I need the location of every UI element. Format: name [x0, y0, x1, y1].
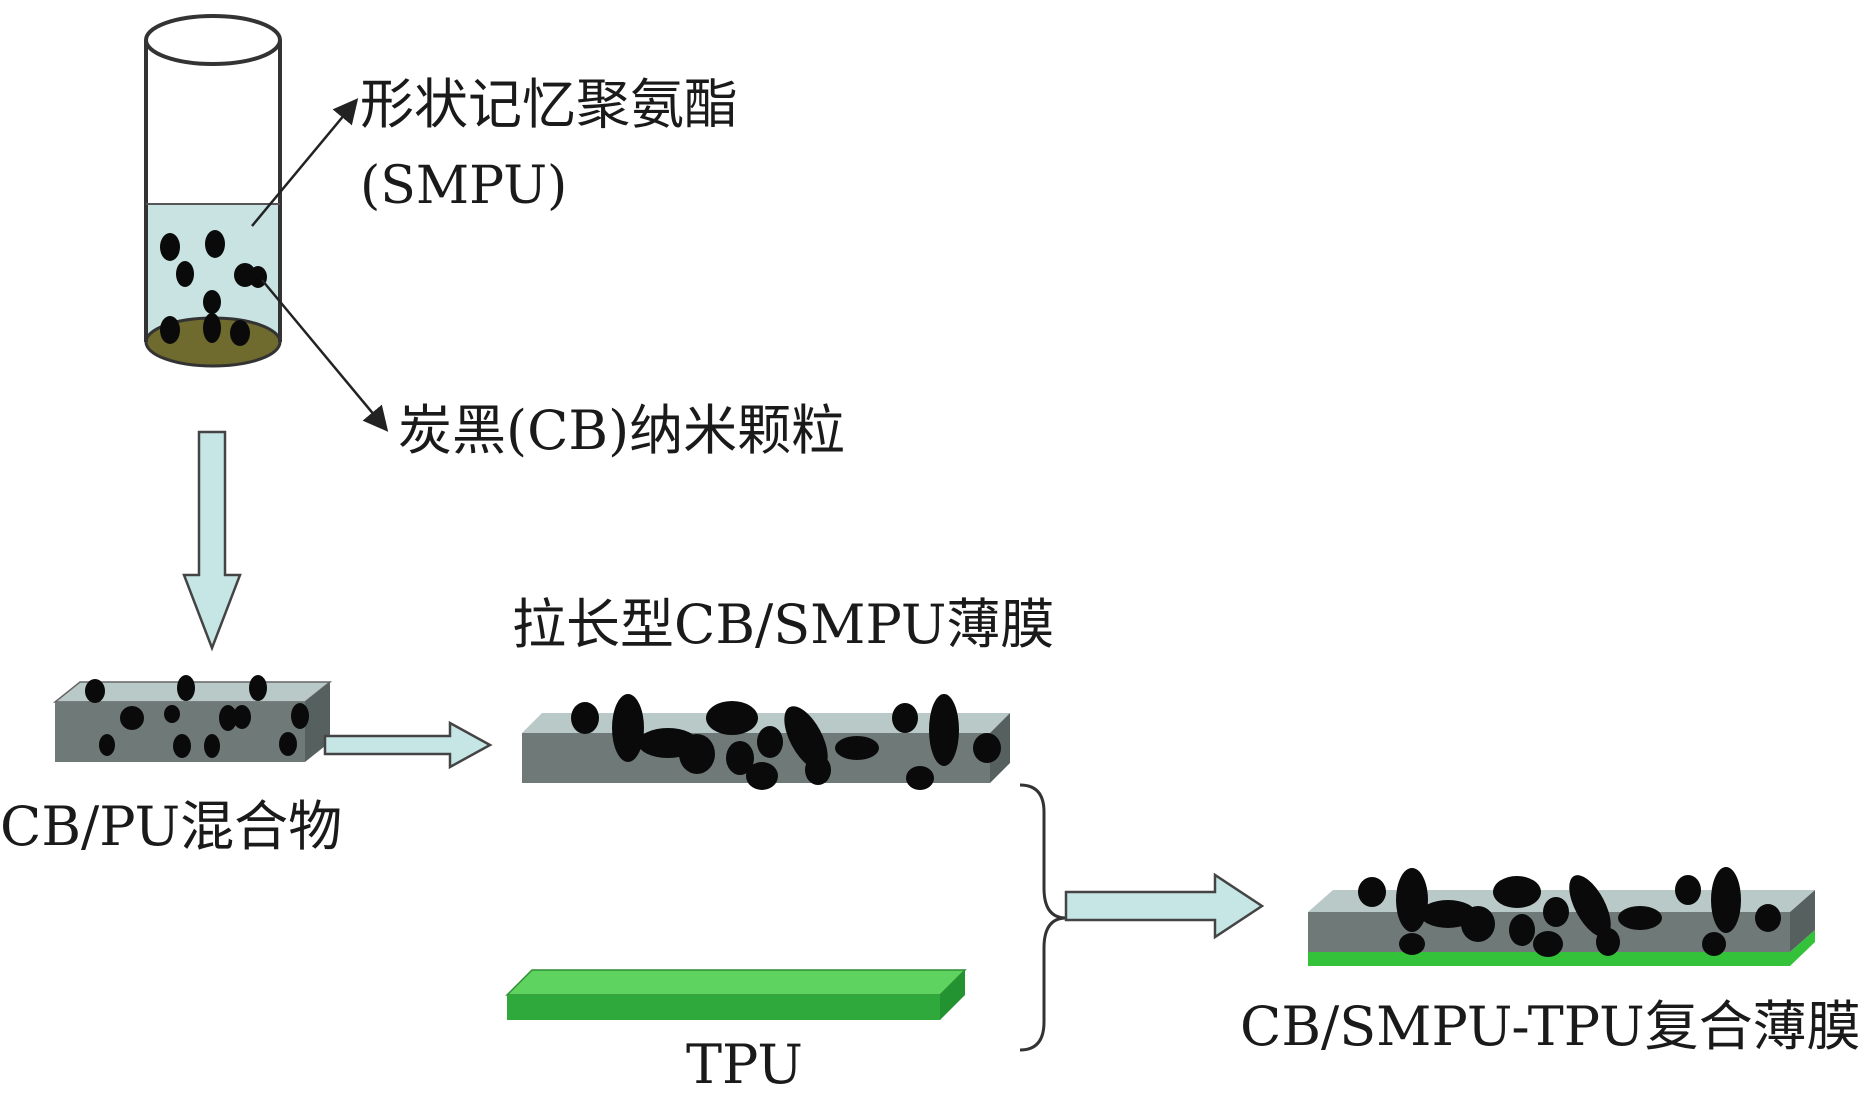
pointer-smpu [251, 98, 359, 227]
label-tpu: TPU [686, 1033, 803, 1096]
cb-particle [177, 675, 195, 701]
cbpu-film [52, 675, 333, 762]
cb-particle [929, 694, 959, 766]
cb-particle [726, 741, 754, 775]
cb-particle [906, 766, 934, 790]
label-smpu-en: (SMPU) [360, 156, 568, 216]
cb-particle [571, 702, 599, 734]
cb-particle [99, 734, 115, 756]
label-composite-film: CB/SMPU-TPU复合薄膜 [1240, 995, 1861, 1058]
cb-particle [230, 320, 250, 346]
cb-particle [249, 675, 267, 701]
cb-particle [160, 233, 180, 261]
cb-particle [279, 732, 297, 756]
tpu-film-top [505, 969, 967, 996]
cb-particle [1675, 875, 1701, 905]
cb-particle [706, 701, 758, 735]
stretched-film [522, 694, 1010, 790]
cb-particle [1461, 906, 1495, 942]
cb-particle [757, 726, 783, 758]
beaker [144, 14, 282, 368]
cb-particle [1509, 914, 1535, 946]
label-cbpu-mixture: CB/PU混合物 [0, 795, 343, 858]
cb-particle [1711, 867, 1741, 933]
composite-film-side [1790, 890, 1815, 952]
composite-tpu-layer [1308, 930, 1815, 966]
cb-particle [233, 705, 251, 729]
stretched-film-particles [571, 694, 1001, 790]
cb-particle [164, 705, 180, 723]
cb-particle [1358, 877, 1386, 907]
label-smpu-cn: 形状记忆聚氨酯 [360, 73, 738, 136]
cb-particle [85, 679, 105, 703]
cb-particle [1543, 897, 1569, 927]
tpu-film-side [940, 970, 965, 1020]
cb-particle [746, 762, 778, 790]
down-arrow [182, 430, 242, 652]
cb-particle [203, 290, 221, 314]
cb-particle [204, 734, 220, 758]
beaker-rim [144, 14, 282, 66]
cb-particle [892, 703, 918, 733]
cb-particle [160, 316, 180, 344]
label-cb-particles: 炭黑(CB)纳米颗粒 [398, 399, 846, 462]
cb-particle [291, 703, 309, 729]
cb-particle [1493, 876, 1541, 908]
curly-brace [1019, 783, 1067, 1052]
cb-particle [1596, 928, 1620, 956]
label-stretched-film: 拉长型CB/SMPU薄膜 [512, 593, 1055, 656]
cb-particle [219, 705, 237, 731]
beaker-particles [160, 230, 267, 346]
cb-particle [1618, 906, 1662, 930]
cb-particle [612, 694, 644, 762]
cb-particle [973, 733, 1001, 763]
cb-particle [1702, 932, 1726, 956]
tpu-film [505, 969, 967, 1020]
cb-particle [679, 734, 715, 774]
right-arrow-1 [323, 720, 493, 770]
cb-particle [1396, 868, 1428, 932]
tpu-film-front [507, 995, 940, 1020]
cb-particle [805, 755, 831, 785]
cb-particle [784, 706, 828, 770]
cb-particle [120, 706, 144, 730]
cb-particle [176, 261, 194, 287]
cb-particle [1399, 933, 1425, 955]
right-arrow-2 [1064, 872, 1265, 940]
cb-particle [205, 230, 225, 258]
cb-particle [203, 313, 221, 343]
cb-particle [1755, 904, 1781, 932]
pointer-cb [261, 279, 389, 432]
cb-particle [1533, 931, 1563, 957]
cb-particle [835, 736, 879, 760]
composite-film-particles [1358, 867, 1781, 957]
cbpu-film-particles [85, 675, 309, 758]
cb-particle [173, 734, 191, 758]
cb-particle [1569, 875, 1611, 937]
composite-film [1308, 867, 1815, 966]
